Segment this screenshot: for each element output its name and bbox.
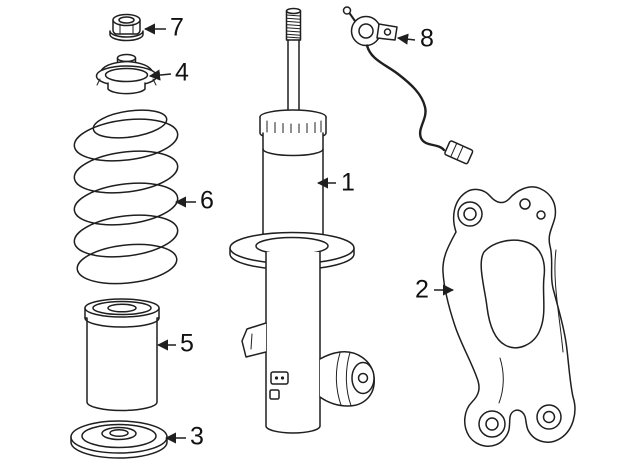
strut-rod-nut-drawing: [109, 13, 144, 42]
callout-label-4[interactable]: 4: [175, 58, 189, 87]
callout-label-8[interactable]: 8: [420, 24, 434, 53]
steering-knuckle-drawing: [442, 186, 576, 447]
abs-wheel-speed-sensor-drawing: [342, 6, 474, 165]
callout-label-6[interactable]: 6: [200, 186, 214, 215]
callout-label-7[interactable]: 7: [170, 13, 184, 42]
dust-shield-drawing: [84, 298, 160, 412]
callout-label-3[interactable]: 3: [190, 422, 204, 451]
callout-label-5[interactable]: 5: [180, 329, 194, 358]
callout-arrow-4: [148, 69, 172, 81]
coil-spring-drawing: [73, 109, 179, 285]
lower-spring-seat-drawing: [70, 420, 168, 459]
strut-assembly-drawing: [229, 7, 375, 434]
callout-arrow-8: [396, 33, 416, 45]
callout-arrows: [143, 23, 455, 444]
upper-strut-mount-drawing: [95, 53, 158, 95]
callout-label-1[interactable]: 1: [341, 168, 355, 197]
callout-label-2[interactable]: 2: [415, 275, 429, 304]
